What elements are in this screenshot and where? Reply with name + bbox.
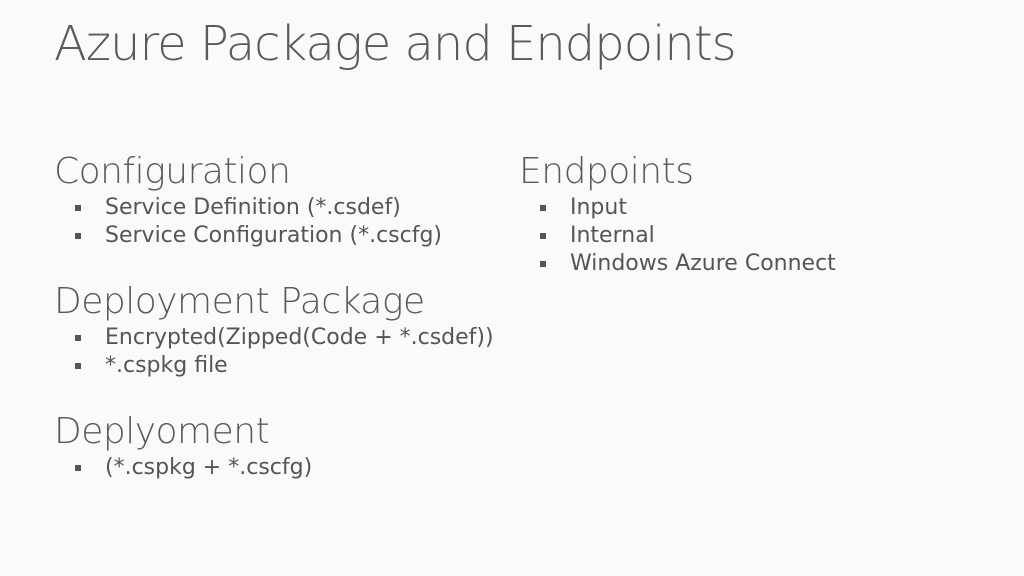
section-heading: Endpoints — [519, 151, 694, 192]
bullet-item: (*.cspkg + *.cscfg) — [54, 454, 504, 482]
bullet-text: Service Definition (*.csdef) — [105, 195, 401, 220]
section-endpoints: Endpoints Input Internal Windows Azure C… — [519, 150, 979, 278]
square-bullet-icon — [75, 363, 81, 369]
section-configuration: Configuration Service Definition (*.csde… — [54, 150, 504, 250]
square-bullet-icon — [540, 261, 546, 267]
square-bullet-icon — [75, 205, 81, 211]
left-column: Configuration Service Definition (*.csde… — [54, 150, 504, 512]
bullet-text: (*.cspkg + *.cscfg) — [105, 455, 313, 480]
section-deployment-package: Deployment Package Encrypted(Zipped(Code… — [54, 280, 504, 380]
section-heading: Deployment Package — [54, 281, 425, 322]
bullet-text: *.cspkg file — [105, 353, 228, 378]
bullet-list: Input Internal Windows Azure Connect — [519, 194, 979, 278]
bullet-item: Input — [519, 194, 979, 222]
square-bullet-icon — [540, 205, 546, 211]
bullet-list: Service Definition (*.csdef) Service Con… — [54, 194, 504, 250]
right-column: Endpoints Input Internal Windows Azure C… — [519, 150, 979, 308]
bullet-item: Internal — [519, 222, 979, 250]
square-bullet-icon — [75, 233, 81, 239]
bullet-item: Windows Azure Connect — [519, 250, 979, 278]
section-deplyoment: Deplyoment (*.cspkg + *.cscfg) — [54, 410, 504, 482]
bullet-text: Input — [570, 195, 627, 220]
bullet-item: Service Definition (*.csdef) — [54, 194, 504, 222]
bullet-text: Service Configuration (*.cscfg) — [105, 223, 443, 248]
square-bullet-icon — [75, 465, 81, 471]
bullet-item: *.cspkg file — [54, 352, 504, 380]
bullet-item: Encrypted(Zipped(Code + *.csdef)) — [54, 324, 504, 352]
slide-title: Azure Package and Endpoints — [54, 16, 737, 72]
square-bullet-icon — [75, 335, 81, 341]
bullet-item: Service Configuration (*.cscfg) — [54, 222, 504, 250]
bullet-list: (*.cspkg + *.cscfg) — [54, 454, 504, 482]
section-heading: Deplyoment — [54, 411, 270, 452]
bullet-list: Encrypted(Zipped(Code + *.csdef)) *.cspk… — [54, 324, 504, 380]
bullet-text: Windows Azure Connect — [570, 251, 836, 276]
bullet-text: Encrypted(Zipped(Code + *.csdef)) — [105, 325, 494, 350]
bullet-text: Internal — [570, 223, 655, 248]
square-bullet-icon — [540, 233, 546, 239]
section-heading: Configuration — [54, 151, 291, 192]
